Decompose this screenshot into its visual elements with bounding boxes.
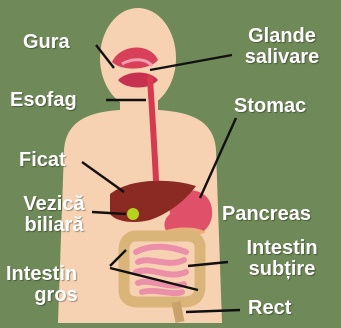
label-stomac: Stomac bbox=[234, 96, 306, 117]
label-gura: Gura bbox=[23, 32, 70, 53]
label-vezica-line1: Vezică bbox=[14, 194, 94, 215]
label-intestin-subtire: Intestin subțire bbox=[232, 238, 332, 280]
label-glande-line2: salivare bbox=[230, 47, 334, 68]
label-vezica-line2: biliară bbox=[14, 215, 94, 236]
label-vezica-biliara: Vezică biliară bbox=[14, 194, 94, 236]
label-pancreas: Pancreas bbox=[222, 204, 311, 225]
label-intestin-gros-line2: gros bbox=[6, 285, 106, 306]
label-rect: Rect bbox=[248, 298, 291, 319]
rectum-organ bbox=[176, 302, 180, 322]
label-intestin-subtire-line2: subțire bbox=[232, 259, 332, 280]
label-intestin-gros-line1: Intestin bbox=[6, 264, 106, 285]
label-ficat: Ficat bbox=[19, 150, 66, 171]
label-glande-salivare: Glande salivare bbox=[230, 26, 334, 68]
label-intestin-subtire-line1: Intestin bbox=[232, 238, 332, 259]
gallbladder-organ bbox=[127, 208, 139, 220]
label-glande-line1: Glande bbox=[230, 26, 334, 47]
label-esofag: Esofag bbox=[10, 90, 77, 111]
label-intestin-gros: Intestin gros bbox=[6, 264, 106, 306]
